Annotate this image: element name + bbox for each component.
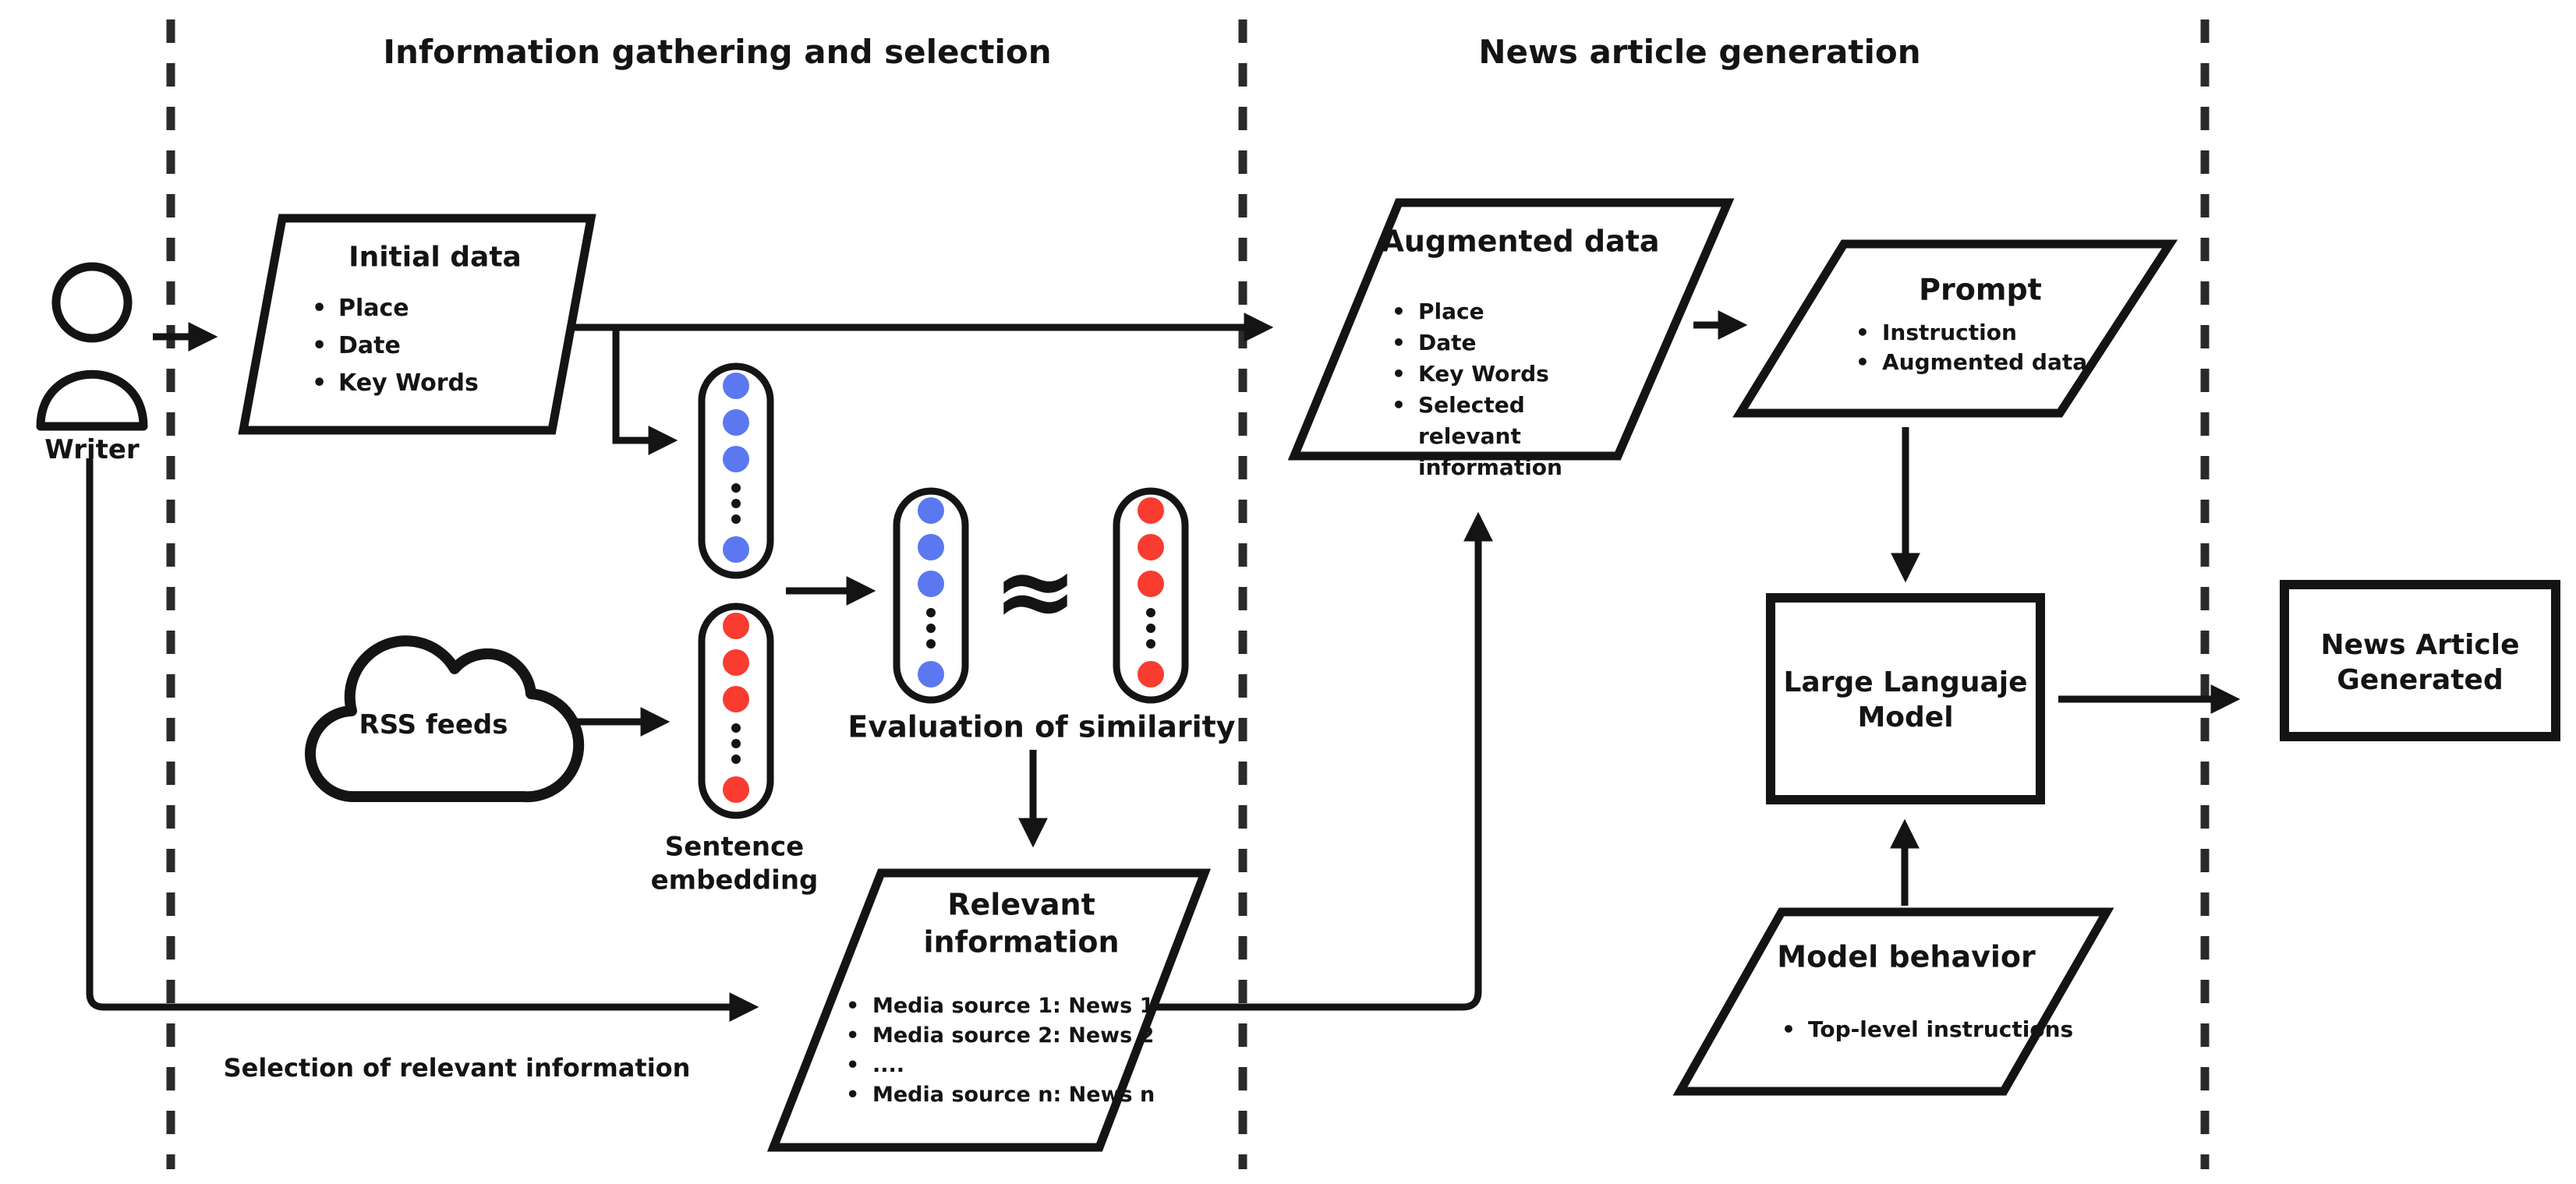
list-item: Media source 1: News 1 (846, 991, 1173, 1021)
llm-label: Large Languaje Model (1783, 666, 2028, 733)
augmented-data-title: Augmented data (1381, 224, 1660, 259)
relevant-information-title: Relevant information (923, 887, 1120, 960)
arrow-relevant-information-to-augmented-data (1153, 511, 1493, 1011)
initial-data-title: Initial data (349, 241, 522, 274)
list-item: Key Words (312, 365, 546, 402)
embedding-capsule-query (698, 362, 774, 579)
arrow-initial-data-to-embedding (612, 327, 678, 455)
list-item: .... (846, 1051, 1173, 1080)
list-item: Instruction (1856, 318, 2121, 348)
section-title-information-gathering: Information gathering and selection (383, 32, 1052, 71)
selection-caption: Selection of relevant information (223, 1053, 691, 1083)
section-title-news-generation: News article generation (1478, 32, 1921, 71)
approx-symbol: ≈ (993, 532, 1078, 650)
model-behavior-shape (1672, 907, 2114, 1096)
model-behavior-title: Model behavior (1777, 939, 2036, 974)
list-item: Key Words (1392, 359, 1626, 390)
list-item: Selected relevant information (1392, 390, 1626, 483)
news-article-box (2280, 580, 2560, 741)
list-item: Top-level instructions (1782, 1015, 2109, 1044)
embedding-capsule-news (698, 603, 774, 819)
list-item: Media source n: News n (846, 1080, 1173, 1110)
writer-label: Writer (44, 433, 140, 465)
similarity-capsule-red (1113, 487, 1189, 704)
list-item: Place (312, 290, 546, 327)
sentence-embedding-label: Sentence embedding (650, 831, 819, 896)
model-behavior-list: Top-level instructions (1782, 1015, 2109, 1044)
news-article-generated-label: News Article Generated (2320, 629, 2520, 696)
augmented-data-list: PlaceDateKey WordsSelected relevant info… (1392, 296, 1626, 483)
prompt-title: Prompt (1919, 272, 2042, 307)
relevant-information-list: Media source 1: News 1Media source 2: Ne… (846, 991, 1173, 1110)
writer-torso (36, 369, 148, 431)
list-item: Date (1392, 327, 1626, 359)
list-item: Place (1392, 296, 1626, 327)
similarity-capsule-blue (893, 487, 969, 704)
writer-icon (36, 262, 148, 431)
initial-data-list: PlaceDateKey Words (312, 290, 546, 402)
evaluation-of-similarity-label: Evaluation of similarity (847, 709, 1236, 744)
list-item: Media source 2: News 2 (846, 1021, 1173, 1051)
prompt-list: InstructionAugmented data (1856, 318, 2121, 377)
writer-head (51, 262, 133, 343)
list-item: Date (312, 327, 546, 365)
llm-box (1766, 593, 2045, 804)
arrow-writer-to-relevant-information (86, 458, 759, 1022)
rss-cloud-icon (305, 635, 585, 803)
rss-feeds-label: RSS feeds (359, 709, 508, 740)
list-item: Augmented data (1856, 348, 2121, 377)
